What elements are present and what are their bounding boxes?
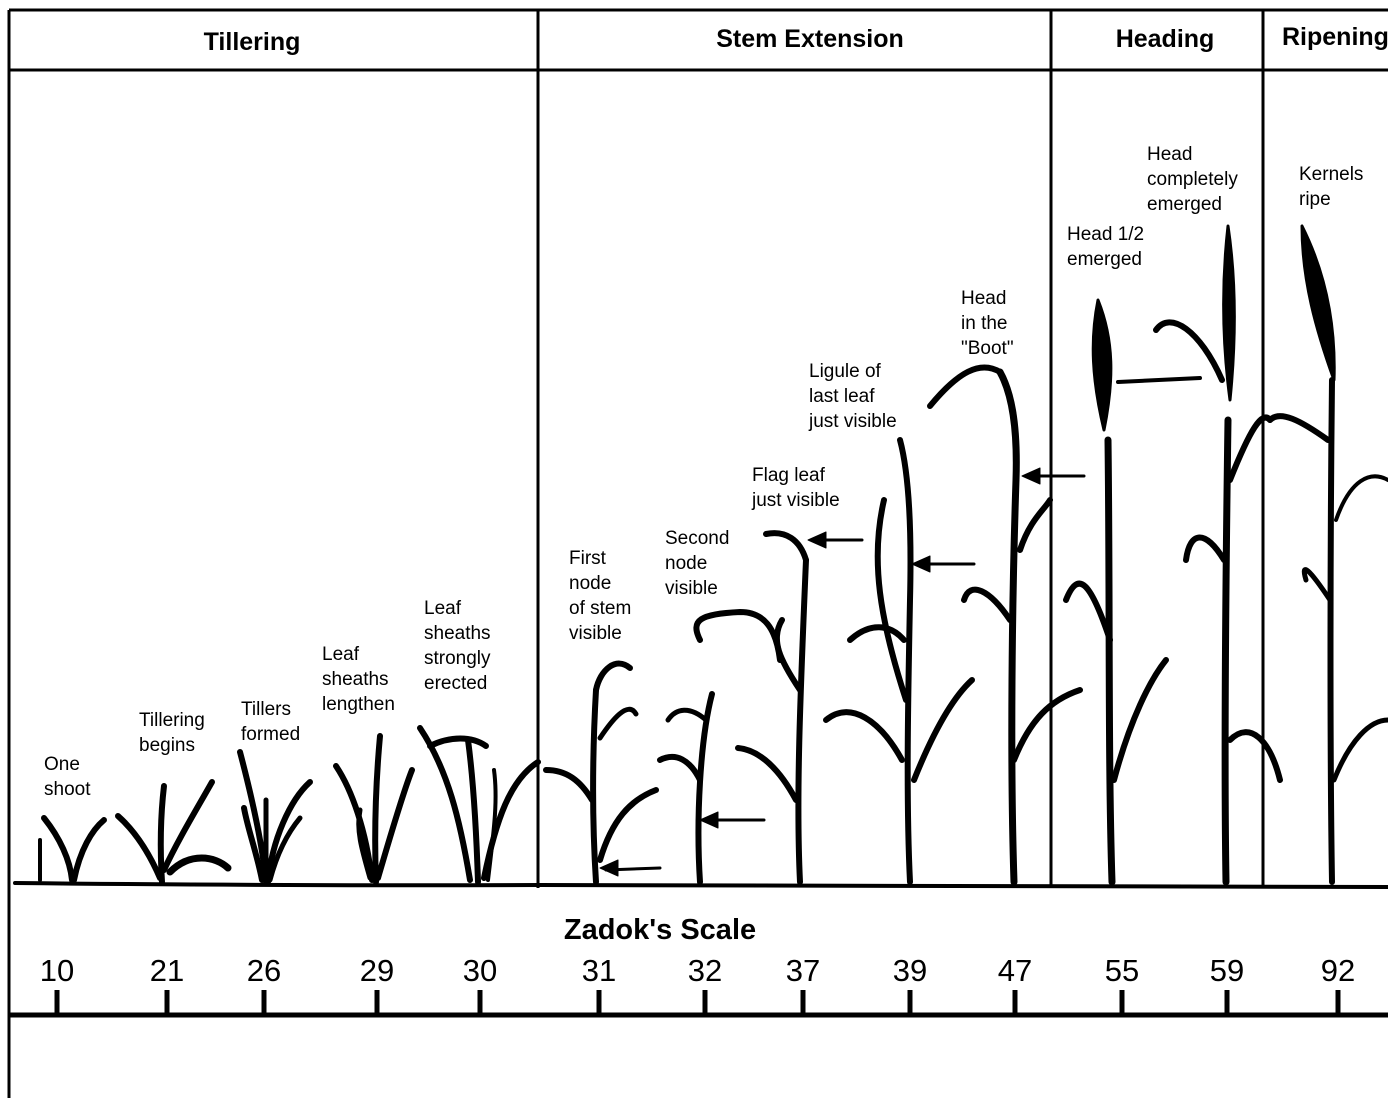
scale-title: Zadok's Scale (564, 914, 756, 946)
label-ligule: Ligule of last leaf just visible (808, 361, 897, 432)
plant-stage-55 (1063, 298, 1202, 886)
plant-stage-39 (823, 437, 976, 885)
label-tillers-formed: Tillers formed (241, 699, 300, 745)
label-leaf-sheaths-lengthen: Leaf sheaths lengthen (322, 644, 395, 715)
plant-stage-30 (417, 725, 541, 885)
plant-stage-10 (38, 815, 107, 883)
scale-tick-label: 37 (786, 953, 820, 988)
label-head-boot: Head in the "Boot" (961, 288, 1014, 359)
label-first-node: First node of stem visible (569, 548, 637, 644)
scale-tick-label: 39 (893, 953, 927, 988)
scale-tick-label: 21 (150, 953, 184, 988)
label-head-completely-emerged: Head completely emerged (1147, 144, 1243, 215)
scale-tick-label: 59 (1210, 953, 1244, 988)
plant-stage-21 (115, 779, 232, 885)
label-tillering-begins: Tillering begins (139, 710, 210, 756)
label-kernels-ripe: Kernels ripe (1299, 164, 1369, 210)
scale-tick-label: 47 (998, 953, 1032, 988)
scale-tick-label: 55 (1105, 953, 1139, 988)
ground-line (13, 881, 1388, 889)
plant-stage-31 (543, 660, 662, 885)
scale-tick-label: 31 (582, 953, 616, 988)
label-leaf-sheaths-erected: Leaf sheaths strongly erected (424, 598, 496, 694)
label-flag-leaf: Flag leaf just visible (751, 465, 840, 511)
scale-tick-label: 26 (247, 953, 281, 988)
label-one-shoot: One shoot (44, 754, 91, 800)
stage-stem-extension: Stem Extension (716, 25, 904, 53)
stage-heading: Heading (1116, 25, 1215, 53)
plant-stage-59 (1153, 224, 1283, 886)
plant-stage-26 (237, 749, 313, 885)
plant-stage-47 (927, 364, 1086, 886)
scale-tick-label: 92 (1321, 953, 1355, 988)
scale-tick-label: 30 (463, 953, 497, 988)
stage-ripening: Ripening (1282, 23, 1388, 51)
plant-stage-37 (735, 530, 864, 885)
label-second-node: Second node visible (665, 528, 735, 599)
stage-tillering: Tillering (204, 28, 301, 56)
frame (7, 8, 1388, 1098)
label-head-half-emerged: Head 1/2 emerged (1067, 224, 1149, 270)
scale-tick-label: 10 (40, 953, 74, 988)
scale-ticks: 10 21 26 29 30 31 32 37 39 47 55 59 92 (40, 953, 1355, 1013)
plant-stage-92 (1267, 224, 1388, 885)
plant-stage-29 (333, 733, 415, 885)
scale-tick-label: 32 (688, 953, 722, 988)
scale-tick-label: 29 (360, 953, 394, 988)
plant-stage-32 (657, 609, 783, 885)
